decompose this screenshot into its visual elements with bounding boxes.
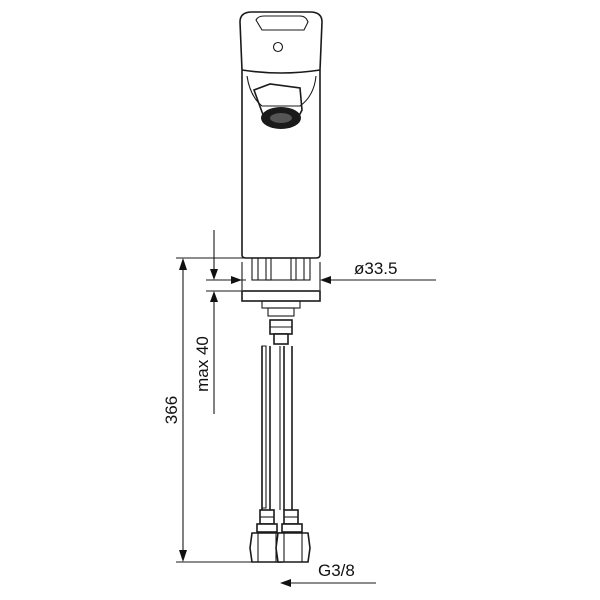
hose-connectors (249, 509, 311, 563)
total-height-label: 366 (162, 396, 181, 424)
spout-aerator (246, 75, 317, 129)
connection-thread-label: G3/8 (318, 561, 355, 580)
supply-hoses (261, 319, 293, 510)
max-thickness-label: max 40 (193, 336, 212, 392)
dimension-max-thickness: max 40 (193, 230, 246, 414)
mounting-flange (241, 290, 321, 302)
mounting-shank (241, 257, 321, 317)
dimension-total-height: 366 (162, 257, 252, 563)
dimension-diameter: ø33.5 (214, 259, 436, 290)
dimension-connection-thread: G3/8 (280, 561, 376, 587)
lever-handle (239, 11, 323, 74)
diameter-label: ø33.5 (354, 259, 397, 278)
indicator-dot-icon (272, 41, 284, 53)
